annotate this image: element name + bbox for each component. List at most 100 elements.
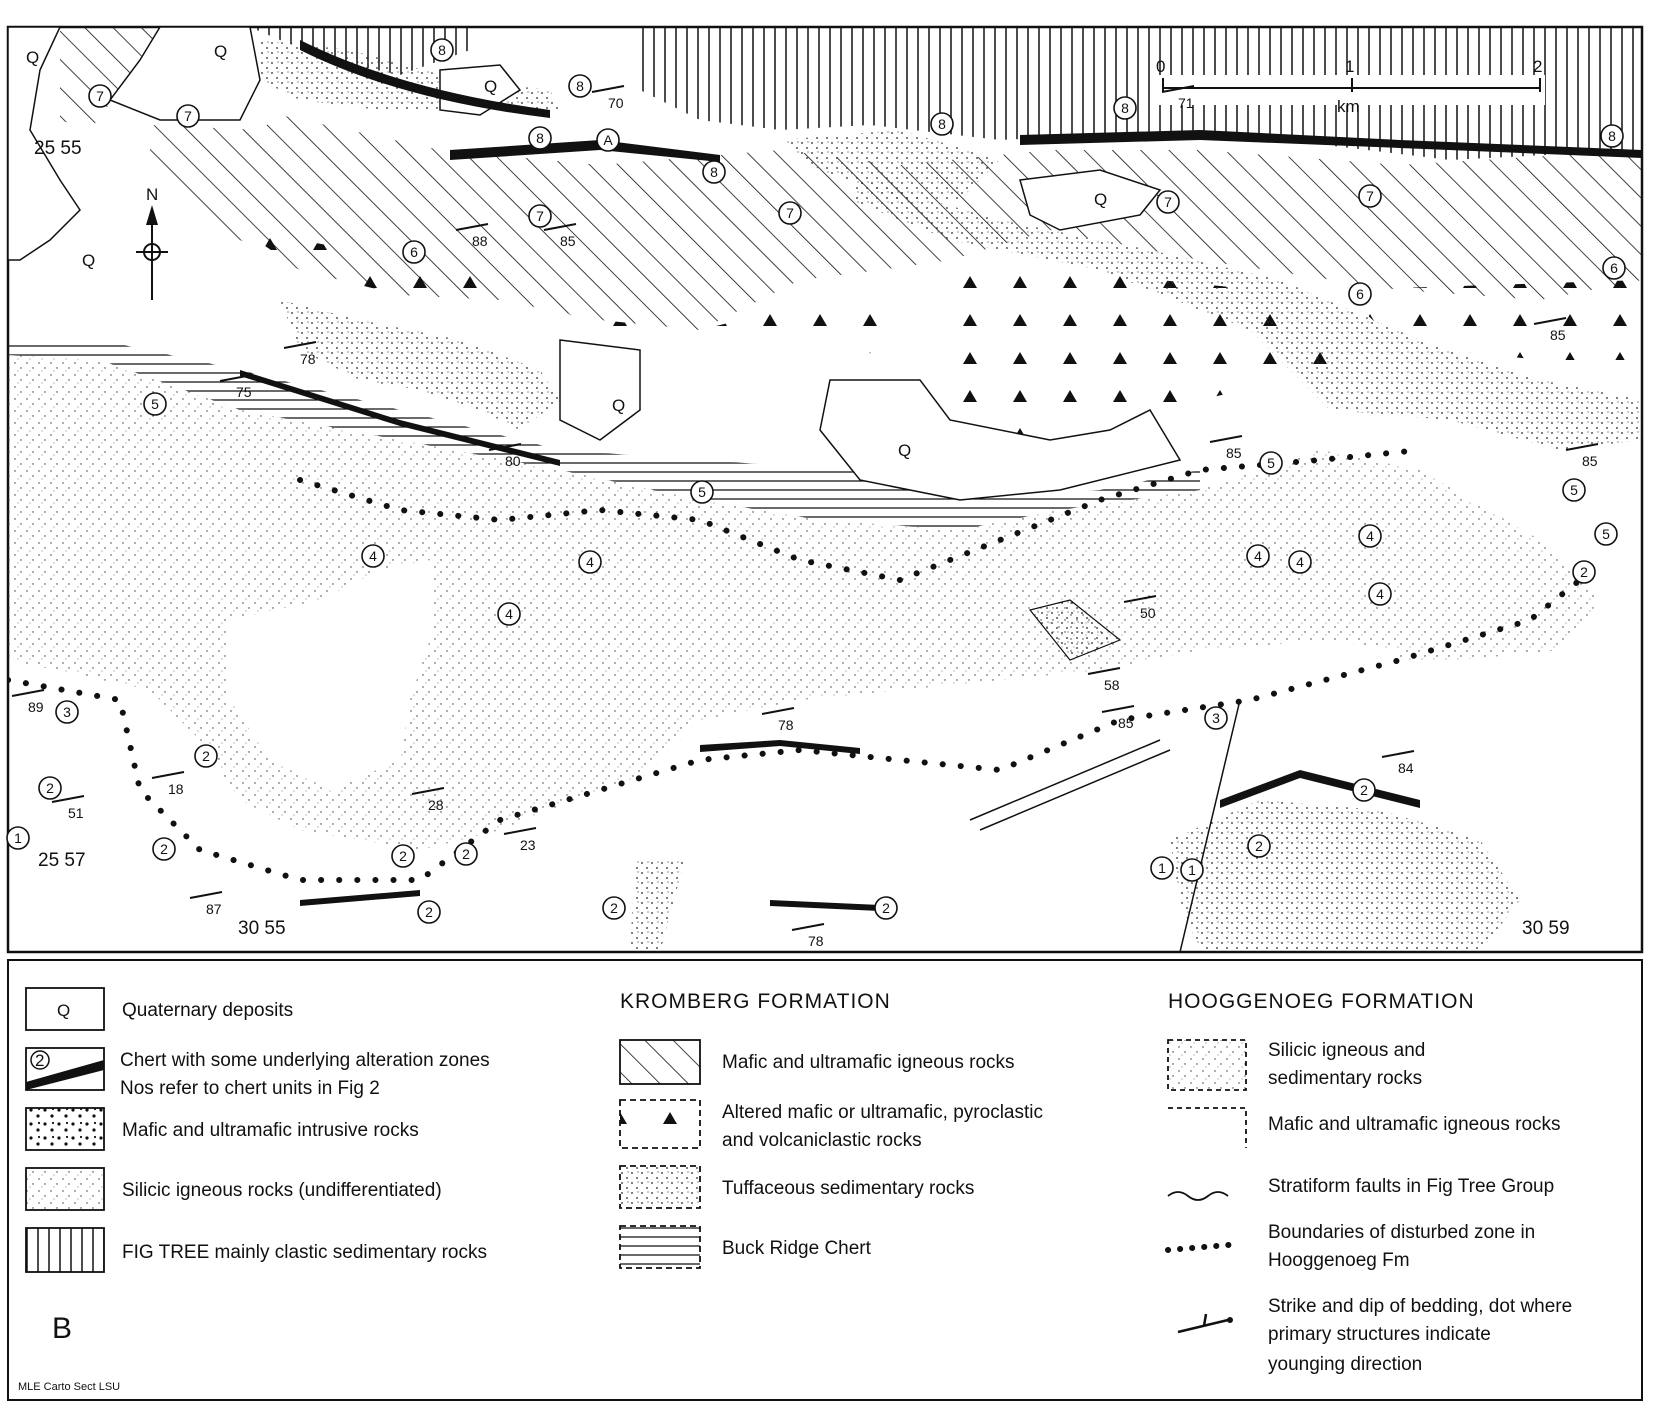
chert-unit-marker (152, 837, 176, 861)
map-body (8, 27, 1642, 952)
chert-unit-marker (1368, 582, 1392, 606)
strike-dip-symbol (189, 891, 223, 899)
quaternary-symbol: Q (26, 48, 39, 67)
strike-dip-symbol (283, 341, 317, 349)
kromberg-heading: KROMBERG FORMATION (620, 990, 891, 1013)
chert-unit-number: 1 (14, 830, 22, 846)
chert-unit-marker (1572, 560, 1596, 584)
strike-dip-symbol (791, 923, 825, 931)
legend-item-buck-ridge: Buck Ridge Chert (619, 1225, 872, 1269)
unit-quaternary-center (819, 379, 1182, 501)
chert-unit-marker (778, 201, 802, 225)
chert-unit-number: 4 (1366, 528, 1374, 544)
coord-bottom-middle: 30 55 (238, 918, 286, 939)
chert-unit-marker (568, 74, 592, 98)
legend-swatch-strike-dip (1177, 1318, 1229, 1334)
dip-value: 85 (1118, 715, 1134, 731)
strike-dip-symbol (1565, 443, 1599, 451)
legend-item-hooggenoeg-mafic: Mafic and ultramafic igneous rocks (1168, 1107, 1561, 1148)
chert-unit-number: 8 (438, 42, 446, 58)
chert-unit-number: 2 (610, 900, 618, 916)
chert-unit-number: 2 (399, 848, 407, 864)
dip-value: 87 (206, 901, 222, 917)
hooggenoeg-heading: HOOGGENOEG FORMATION (1168, 990, 1475, 1013)
legend-swatch-chert-num: 2 (35, 1051, 44, 1070)
scale-bar: 0 1 2 km (1150, 57, 1545, 116)
chert-unit-marker (176, 104, 200, 128)
chert-unit-marker (1259, 451, 1283, 475)
dip-value: 75 (236, 384, 252, 400)
chert-unit-number: 8 (1121, 100, 1129, 116)
quaternary-symbol: Q (484, 77, 497, 96)
chert-unit-marker (596, 128, 620, 152)
coord-bottom-right: 30 59 (1522, 918, 1570, 939)
legend-label-altered-2: and volcaniclastic rocks (722, 1130, 922, 1151)
chert-unit-number: 5 (1602, 526, 1610, 542)
chert-unit-number: 5 (151, 396, 159, 412)
coord-bottom-left: 25 57 (38, 850, 86, 871)
legend-label-hooggenoeg-silicic-2: sedimentary rocks (1268, 1068, 1422, 1089)
scale-tick-2: 2 (1533, 57, 1542, 76)
chert-unit-marker (1352, 778, 1376, 802)
chert-unit-number: A (603, 132, 613, 148)
chert-unit-number: 8 (1608, 128, 1616, 144)
dip-value: 70 (608, 95, 624, 111)
strike-dip-symbol (543, 223, 577, 231)
chert-unit-number: 8 (938, 116, 946, 132)
chert-unit-number: 6 (1610, 260, 1618, 276)
chert-unit-number: 8 (710, 164, 718, 180)
legend-item-chert: 2 Chert with some underlying alteration … (25, 1047, 490, 1099)
chert-unit-marker (702, 160, 726, 184)
chert-unit-number: 4 (505, 606, 513, 622)
chert-unit-marker (1562, 478, 1586, 502)
dip-value: 88 (472, 233, 488, 249)
dip-value: 18 (168, 781, 184, 797)
strike-dip-symbol (219, 374, 253, 382)
strike-dip-symbol (488, 443, 522, 451)
chert-unit-number: 5 (1267, 455, 1275, 471)
chert-unit-marker (1602, 256, 1626, 280)
chert-unit-marker (402, 240, 426, 264)
chert-unit-marker (930, 112, 954, 136)
chert-unit-marker (1358, 524, 1382, 548)
chert-unit-number: 4 (586, 554, 594, 570)
chert-unit-number: 2 (462, 846, 470, 862)
unit-fig-tree-west (250, 27, 470, 75)
legend-label-hooggenoeg-mafic: Mafic and ultramafic igneous rocks (1268, 1114, 1561, 1135)
legend-swatch-disturbed-zone (1165, 1241, 1243, 1253)
legend-item-kromberg-mafic: Mafic and ultramafic igneous rocks (619, 1039, 1015, 1085)
chert-unit-number: 3 (63, 704, 71, 720)
legend-column-3: HOOGGENOEG FORMATION Silicic igneous and… (1165, 990, 1572, 1375)
scale-tick-0: 0 (1156, 57, 1165, 76)
chert-unit-marker (361, 544, 385, 568)
legend-item-stratiform-faults: Stratiform faults in Fig Tree Group (1167, 1176, 1554, 1201)
strike-dip-symbol (1209, 435, 1243, 443)
chert-unit-marker (391, 844, 415, 868)
legend-label-strike-dip-1: Strike and dip of bedding, dot where (1268, 1296, 1572, 1317)
dip-value: 50 (1140, 605, 1156, 621)
legend-label-mafic-intrusive: Mafic and ultramafic intrusive rocks (122, 1120, 419, 1141)
dip-value: 78 (808, 933, 824, 949)
chert-unit-number: 7 (96, 88, 104, 104)
dip-value: 51 (68, 805, 84, 821)
chert-unit-marker (1113, 96, 1137, 120)
chert-unit-number: 8 (576, 78, 584, 94)
unit-fig-tree (640, 27, 1642, 160)
chert-unit-marker (143, 392, 167, 416)
legend-swatch-tuffaceous (619, 1165, 701, 1209)
legend-swatch-silicic (25, 1167, 105, 1211)
strike-dip-symbol (503, 827, 537, 835)
chert-unit-marker (1247, 834, 1271, 858)
chert-unit-marker (1156, 190, 1180, 214)
chert-unit-marker (55, 700, 79, 724)
legend-label-kromberg-mafic: Mafic and ultramafic igneous rocks (722, 1052, 1015, 1073)
unit-hooggenoeg-mafic-island (230, 560, 430, 790)
strike-dip-symbol (51, 795, 85, 803)
legend-column-2: KROMBERG FORMATION Mafic and ultramafic … (619, 990, 1043, 1269)
unit-kromberg-mafic-nw (60, 27, 160, 130)
chert-unit-number: 7 (536, 208, 544, 224)
chert-band-2-s2 (770, 900, 880, 911)
scale-tick-1: 1 (1345, 57, 1354, 76)
legend-label-buck-ridge: Buck Ridge Chert (722, 1238, 872, 1259)
